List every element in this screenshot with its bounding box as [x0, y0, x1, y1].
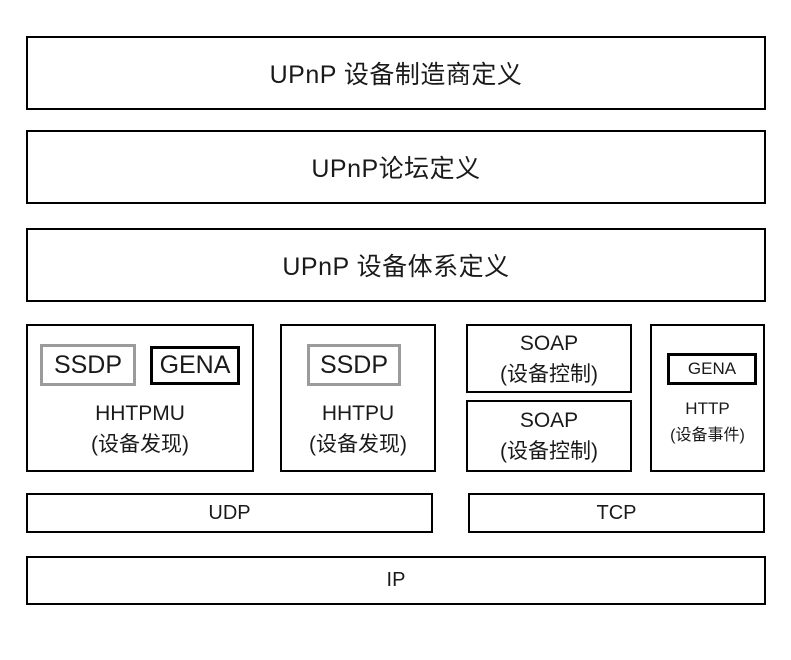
- httpmu-protocol-role: (设备发现): [91, 433, 189, 456]
- http-protocol-role: (设备事件): [670, 427, 745, 444]
- soap-control-box-top: SOAP (设备控制): [466, 324, 632, 393]
- ssdp-tag: SSDP: [40, 344, 136, 386]
- ip-network-box: IP: [26, 556, 766, 605]
- httpmu-protocol-name: HHTPMU: [95, 402, 185, 425]
- layer-vendor-defined: UPnP 设备制造商定义: [26, 36, 766, 110]
- httpu-discovery-box: SSDP HHTPU (设备发现): [280, 324, 436, 472]
- http-eventing-box: GENA HTTP (设备事件): [650, 324, 765, 472]
- httpmu-discovery-box: SSDP GENA HHTPMU (设备发现): [26, 324, 254, 472]
- soap-protocol-role: (设备控制): [500, 362, 598, 386]
- soap-protocol-name: SOAP: [519, 409, 579, 432]
- udp-transport-box: UDP: [26, 493, 433, 533]
- soap-control-box-bottom: SOAP (设备控制): [466, 400, 632, 472]
- tcp-transport-box: TCP: [468, 493, 765, 533]
- ssdp-tag: SSDP: [307, 344, 401, 386]
- gena-tag: GENA: [150, 346, 240, 385]
- http-protocol-name: HTTP: [685, 399, 730, 418]
- httpu-protocol-name: HHTPU: [321, 402, 395, 425]
- soap-protocol-name: SOAP: [519, 331, 579, 355]
- layer-forum-defined: UPnP论坛定义: [26, 130, 766, 204]
- soap-protocol-role: (设备控制): [500, 440, 598, 463]
- httpu-protocol-role: (设备发现): [309, 433, 407, 456]
- layer-architecture-defined: UPnP 设备体系定义: [26, 228, 766, 302]
- gena-tag: GENA: [667, 353, 757, 385]
